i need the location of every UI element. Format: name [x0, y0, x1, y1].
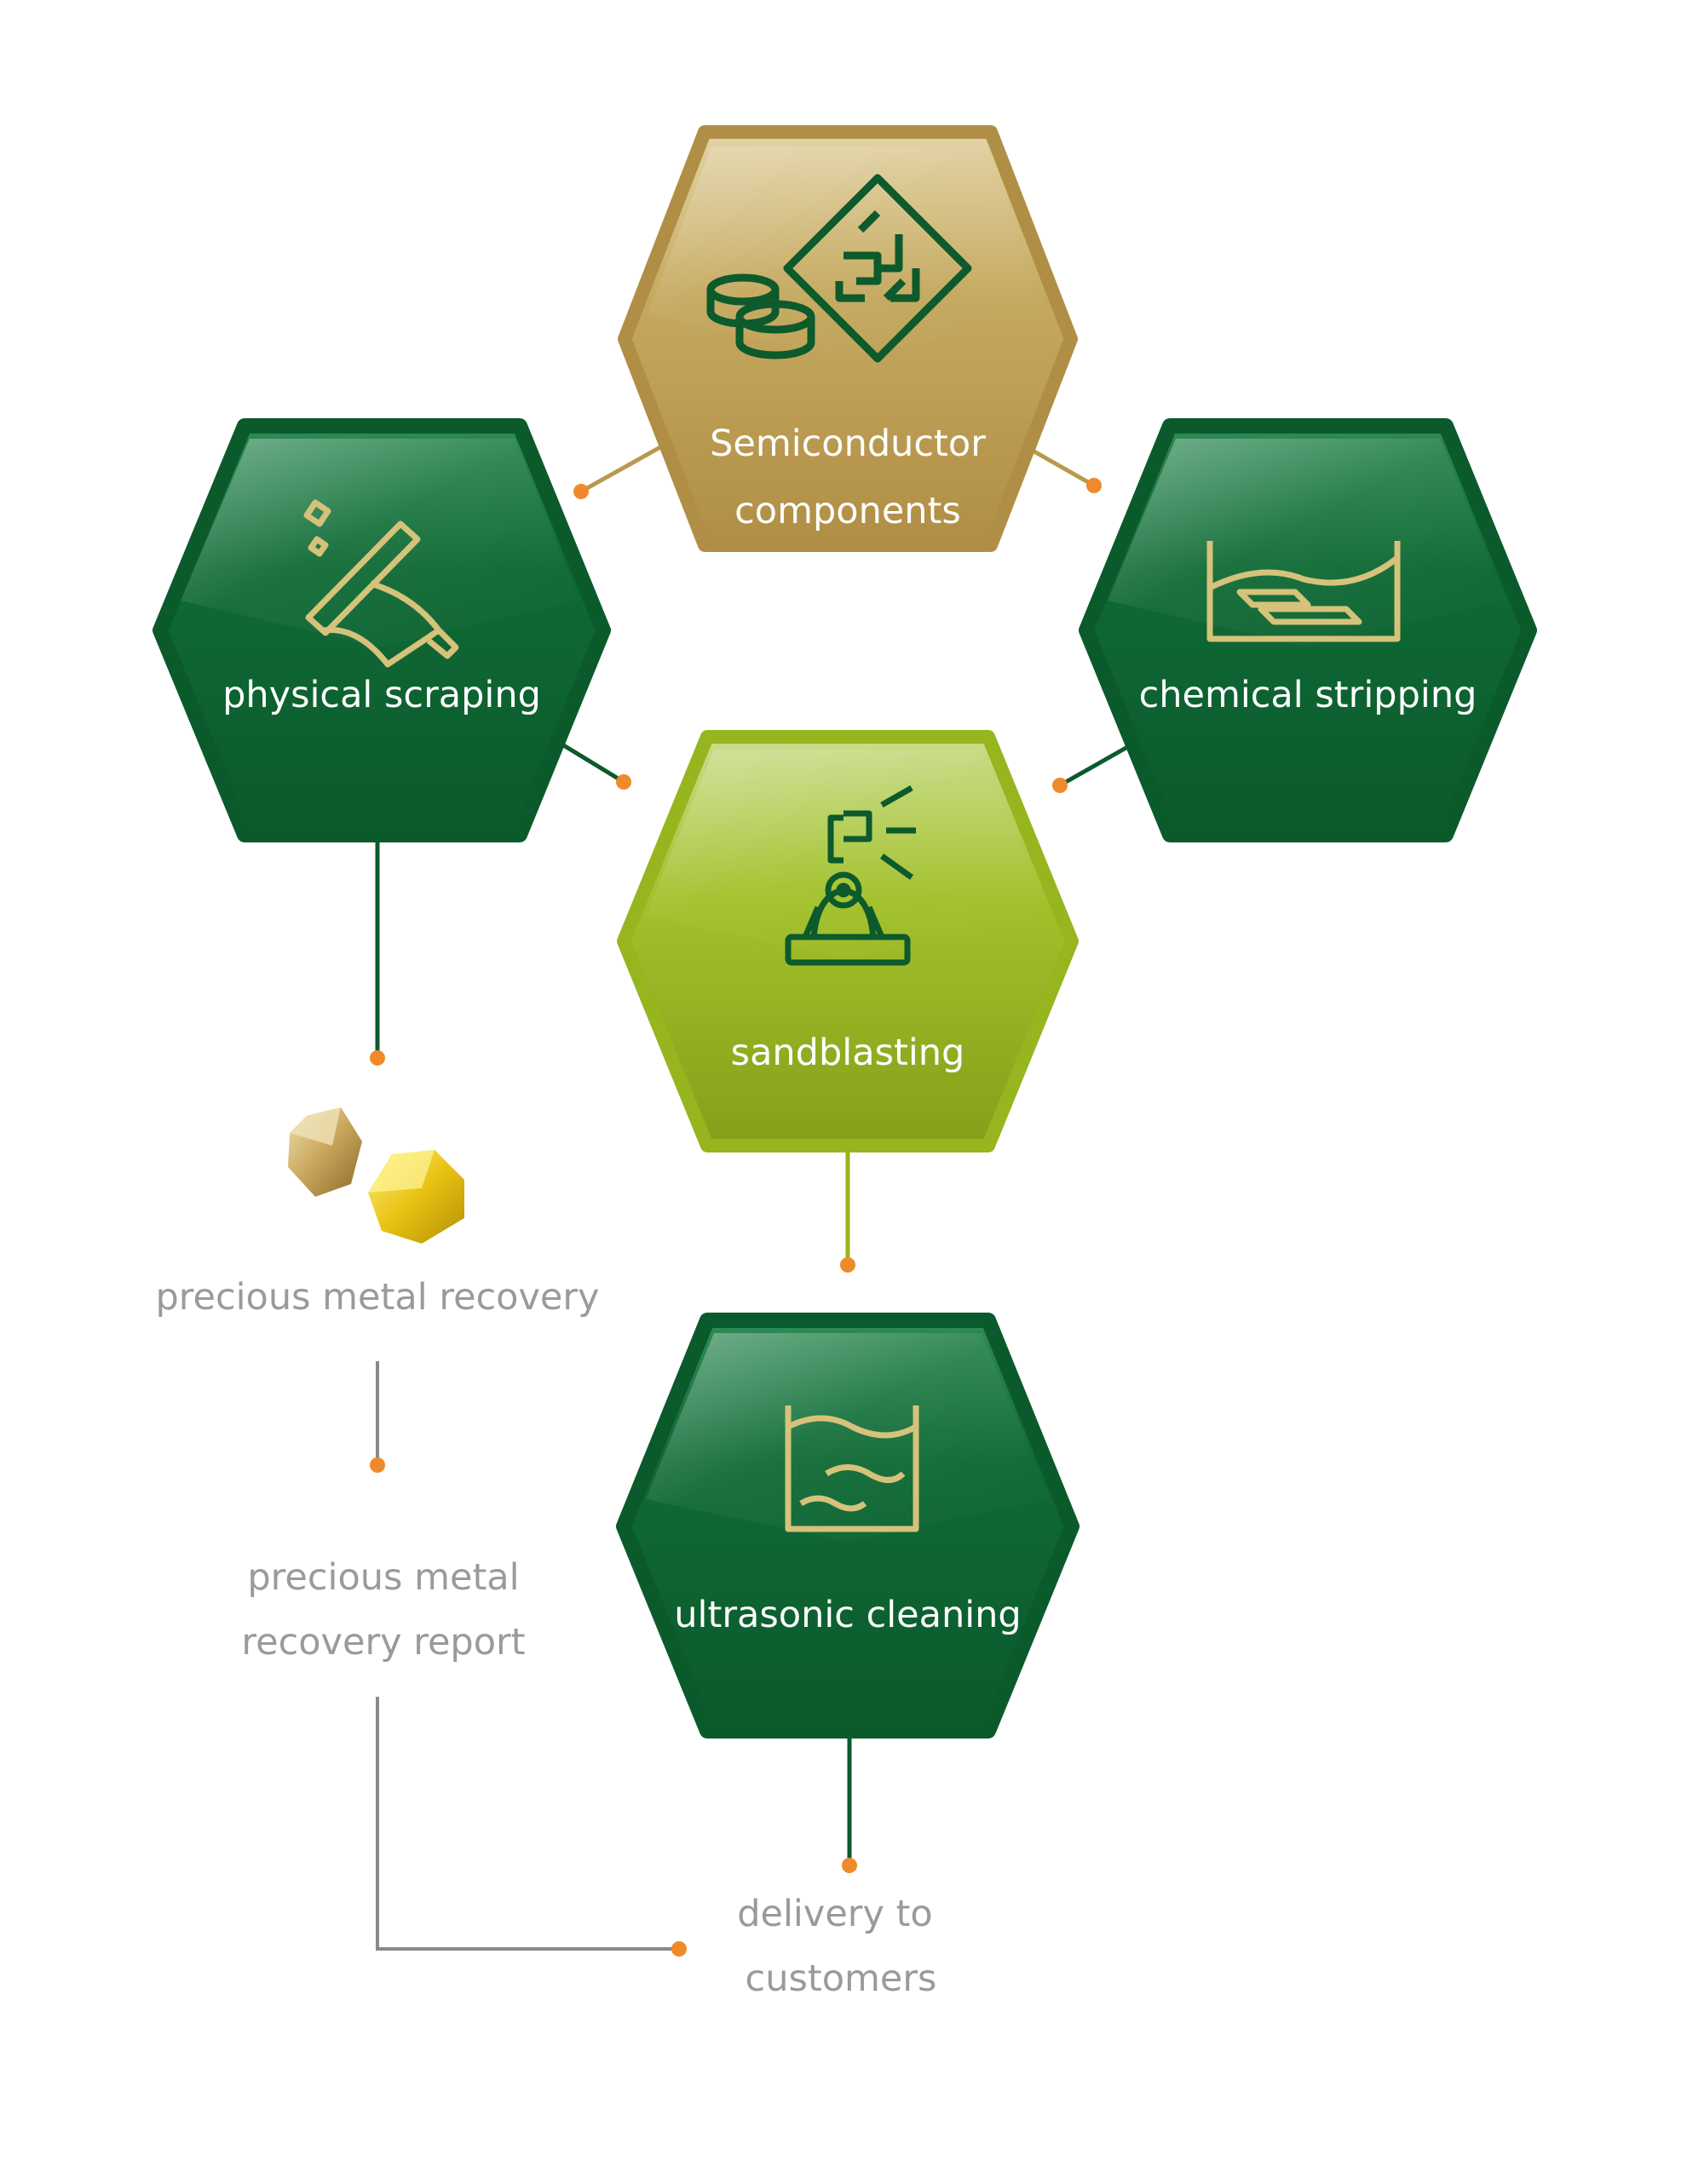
delivery-line2: customers — [746, 1957, 937, 2000]
tank-with-plates-icon — [1206, 541, 1401, 642]
ultrasonic-cleaning-label: ultrasonic cleaning — [674, 1594, 1021, 1636]
ultrasonic-bath-icon — [785, 1405, 919, 1532]
dot — [840, 1257, 855, 1273]
chip-and-coins-icon — [706, 174, 972, 363]
recovery-report-line1: precious metal — [247, 1556, 519, 1599]
connector-dots — [370, 478, 1102, 1957]
dot — [671, 1941, 687, 1957]
dot — [370, 1050, 385, 1066]
sandblaster-icon — [785, 785, 916, 966]
dot — [842, 1858, 857, 1873]
output-delivery-to-customers: delivery to customers — [737, 1893, 936, 2000]
node-physical-scraping: physical scraping — [153, 418, 611, 842]
dot — [616, 774, 631, 790]
output-recovery-report: precious metal recovery report — [241, 1556, 525, 1664]
dot — [370, 1457, 385, 1473]
sandblasting-label: sandblasting — [731, 1032, 965, 1074]
precious-metal-recovery-label: precious metal recovery — [155, 1276, 599, 1319]
physical-scraping-label: physical scraping — [222, 674, 541, 716]
node-ultrasonic-cleaning: ultrasonic cleaning — [616, 1313, 1080, 1739]
gold-nuggets-icon — [288, 1107, 464, 1244]
connectors — [375, 445, 1131, 1951]
delivery-line1: delivery to — [737, 1893, 933, 1935]
dot — [1052, 778, 1068, 793]
connector-report-to-delivery — [376, 1697, 679, 1951]
output-precious-metal-recovery: precious metal recovery — [155, 1107, 600, 1319]
connector-stripping-to-sandblasting — [1058, 744, 1131, 788]
node-chemical-stripping: chemical stripping — [1079, 418, 1537, 842]
semiconductor-label-line1: Semiconductor — [710, 422, 986, 465]
scraper-icon — [303, 499, 459, 668]
dot — [1086, 478, 1102, 493]
connector-semiconductor-to-scraping — [579, 445, 662, 494]
connector-scraping-to-sandblasting — [552, 737, 625, 785]
hexagon-highlight — [646, 750, 1050, 958]
node-sandblasting: sandblasting — [617, 730, 1079, 1152]
recovery-report-line2: recovery report — [241, 1621, 525, 1664]
chemical-stripping-label: chemical stripping — [1139, 674, 1477, 716]
node-semiconductor-components: Semiconductor components — [618, 125, 1078, 552]
connector-semiconductor-to-stripping — [1025, 445, 1096, 488]
hexagon-highlight — [646, 1333, 1050, 1542]
dot — [573, 484, 589, 499]
semiconductor-label-line2: components — [734, 490, 961, 532]
